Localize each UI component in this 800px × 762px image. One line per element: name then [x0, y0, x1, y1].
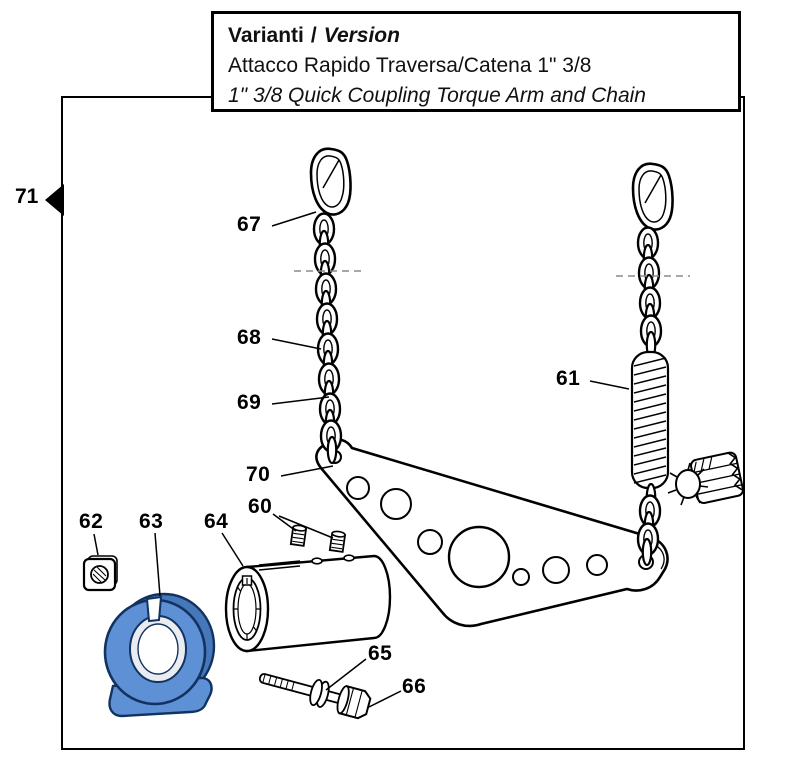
square-nut	[82, 555, 118, 592]
set-screw-a	[289, 524, 308, 547]
variant-label-italian: Varianti	[228, 24, 304, 47]
set-screw-b	[328, 530, 347, 553]
callout-67: 67	[237, 213, 262, 236]
callout-65: 65	[368, 642, 393, 665]
callout-61: 61	[556, 367, 581, 390]
callout-63: 63	[139, 510, 164, 533]
variant-title-box: Varianti / Version Attacco Rapido Traversa…	[211, 11, 741, 112]
tension-spring	[630, 350, 670, 490]
clamp-bolt	[258, 673, 372, 720]
variant-heading: Varianti / Version	[228, 21, 728, 51]
coupling-sleeve	[224, 554, 392, 653]
callout-60: 60	[248, 495, 273, 518]
snap-hook-right	[631, 162, 674, 231]
callout-69: 69	[237, 391, 262, 414]
subtitle-english: 1" 3/8 Quick Coupling Torque Arm and Cha…	[228, 84, 646, 107]
figure-number: 71	[15, 185, 39, 208]
right-chain	[630, 162, 674, 567]
variant-label-english: Version	[323, 24, 400, 47]
callout-66: 66	[402, 675, 427, 698]
left-chain	[309, 147, 352, 465]
callout-70: 70	[246, 463, 271, 486]
callout-62: 62	[79, 510, 104, 533]
spline-bushing-part	[667, 451, 744, 506]
separator-slash: /	[310, 24, 317, 47]
subtitle-italian: Attacco Rapido Traversa/Catena 1" 3/8	[228, 54, 592, 77]
figure-marker-triangle	[45, 184, 64, 216]
callout-68: 68	[237, 326, 262, 349]
split-clamp	[103, 592, 216, 718]
torque-arm-plate	[315, 438, 669, 628]
leader-lines	[93, 211, 630, 708]
snap-hook-left	[309, 147, 352, 216]
callout-64: 64	[204, 510, 229, 533]
